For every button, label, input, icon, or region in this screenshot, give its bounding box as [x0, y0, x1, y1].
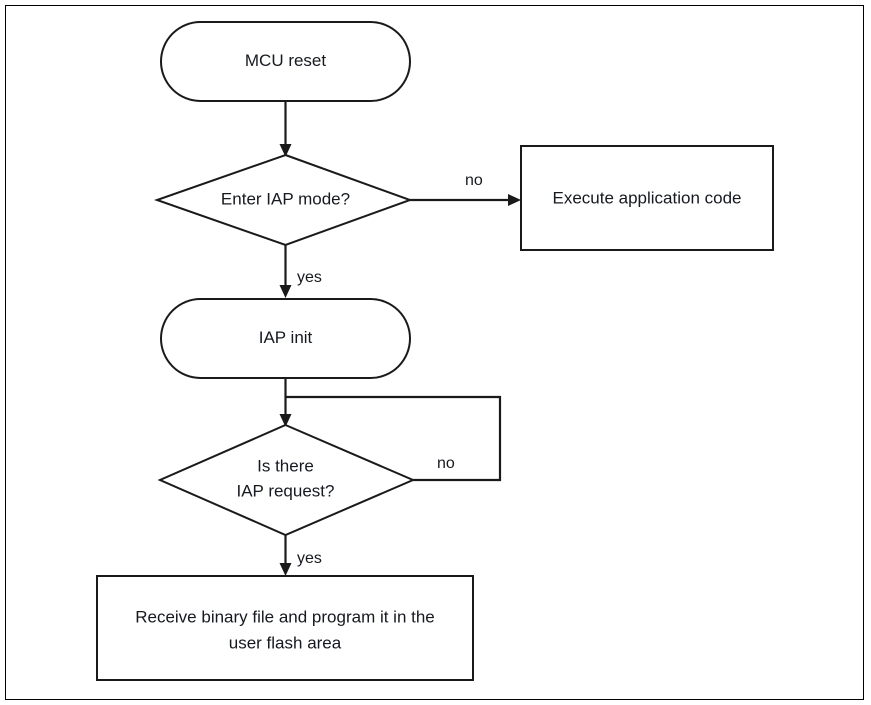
edge-decision-no-arrowhead	[508, 194, 521, 206]
node-execute-application-code-label: Execute application code	[552, 188, 741, 207]
edge-reset-to-decision-arrowhead	[279, 144, 292, 157]
edge-request-yes-label: yes	[297, 550, 322, 567]
edge-init-to-request-arrowhead	[279, 414, 292, 427]
edge-request-no-loop	[286, 395, 502, 482]
node-receive-binary[interactable]	[96, 575, 474, 681]
node-is-there-iap-request-label-line2: IAP request?	[237, 481, 335, 500]
node-is-there-iap-request-label-line1: Is there	[257, 456, 314, 475]
edge-decision-yes-arrowhead	[279, 285, 292, 298]
edge-decision-no-label: no	[465, 172, 483, 189]
node-receive-binary-label-line1: Receive binary file and program it in th…	[135, 607, 435, 626]
edge-request-yes-arrowhead	[279, 563, 292, 576]
node-is-there-iap-request[interactable]	[157, 423, 416, 537]
edge-decision-yes-label: yes	[297, 269, 322, 286]
node-iap-init-label: IAP init	[259, 328, 313, 347]
node-enter-iap-mode-label: Enter IAP mode?	[221, 189, 350, 208]
node-receive-binary-label-line2: user flash area	[229, 633, 342, 652]
edge-request-no-label: no	[437, 455, 455, 472]
node-mcu-reset-label: MCU reset	[245, 51, 327, 70]
node-execute-application-code[interactable]	[520, 145, 774, 251]
